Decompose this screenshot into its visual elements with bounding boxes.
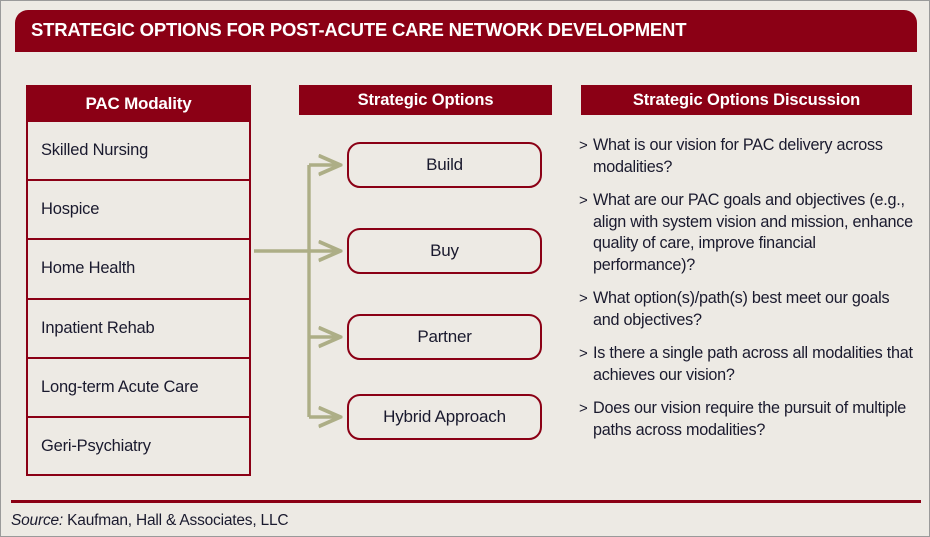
- option-box-build[interactable]: Build: [347, 142, 542, 188]
- chevron-right-icon: >: [579, 192, 588, 209]
- list-item: > What is our vision for PAC delivery ac…: [579, 135, 915, 178]
- table-row: Hospice: [28, 179, 249, 238]
- list-item: > What are our PAC goals and objectives …: [579, 190, 915, 276]
- title-bar: STRATEGIC OPTIONS FOR POST-ACUTE CARE NE…: [15, 10, 917, 52]
- list-item: > What option(s)/path(s) best meet our g…: [579, 288, 915, 331]
- source-label: Source:: [11, 512, 64, 529]
- discussion-header: Strategic Options Discussion: [581, 85, 912, 115]
- source-value: Kaufman, Hall & Associates, LLC: [67, 512, 289, 529]
- chevron-right-icon: >: [579, 345, 588, 362]
- pac-modality-table: PAC Modality Skilled Nursing Hospice Hom…: [26, 85, 251, 476]
- discussion-item-text: What is our vision for PAC delivery acro…: [593, 136, 883, 176]
- strategic-options-header: Strategic Options: [299, 85, 552, 115]
- discussion-item-text: What option(s)/path(s) best meet our goa…: [593, 289, 890, 329]
- chevron-right-icon: >: [579, 137, 588, 154]
- table-row: Home Health: [28, 238, 249, 297]
- discussion-list: > What is our vision for PAC delivery ac…: [579, 135, 915, 453]
- discussion-item-text: What are our PAC goals and objectives (e…: [593, 191, 913, 274]
- discussion-item-text: Is there a single path across all modali…: [593, 344, 913, 384]
- table-row: Geri-Psychiatry: [28, 415, 249, 475]
- option-box-partner[interactable]: Partner: [347, 314, 542, 360]
- discussion-item-text: Does our vision require the pursuit of m…: [593, 399, 907, 439]
- table-row: Long-term Acute Care: [28, 356, 249, 416]
- list-item: > Does our vision require the pursuit of…: [579, 398, 915, 441]
- footer-divider: [11, 500, 921, 503]
- option-box-hybrid-approach[interactable]: Hybrid Approach: [347, 394, 542, 440]
- page-title: STRATEGIC OPTIONS FOR POST-ACUTE CARE NE…: [31, 19, 687, 40]
- source-line: Source: Kaufman, Hall & Associates, LLC: [11, 512, 289, 530]
- table-row: Inpatient Rehab: [28, 297, 249, 357]
- table-row: Skilled Nursing: [28, 120, 249, 179]
- option-box-buy[interactable]: Buy: [347, 228, 542, 274]
- list-item: > Is there a single path across all moda…: [579, 343, 915, 386]
- chevron-right-icon: >: [579, 290, 588, 307]
- pac-modality-header: PAC Modality: [28, 87, 249, 120]
- chevron-right-icon: >: [579, 400, 588, 417]
